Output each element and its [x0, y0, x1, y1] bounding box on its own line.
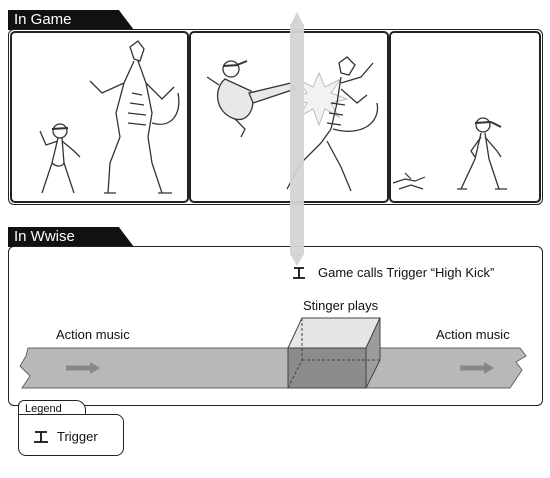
- in-wwise-title: In Wwise: [14, 228, 75, 245]
- game-panel-3: [389, 31, 541, 203]
- creature-figure: [89, 40, 180, 194]
- trigger-icon: [34, 431, 48, 443]
- panel-1-illustration: [39, 40, 180, 194]
- legend-tab: Legend: [18, 400, 86, 416]
- fighter-figure: [39, 123, 81, 194]
- fallen-creature-figure: [392, 172, 426, 190]
- action-music-left-label: Action music: [56, 327, 130, 342]
- recoiling-creature-figure: [286, 56, 379, 192]
- in-game-tab: In Game: [8, 10, 134, 30]
- in-game-title: In Game: [14, 11, 72, 28]
- stinger-plays-label: Stinger plays: [303, 298, 379, 313]
- in-wwise-tab: In Wwise: [8, 227, 134, 247]
- panel-3-illustration: [392, 117, 507, 190]
- impact-flash-icon: [289, 71, 349, 127]
- game-panel-1: [10, 31, 189, 203]
- action-music-right-label: Action music: [436, 327, 510, 342]
- legend-trigger-label: Trigger: [57, 429, 98, 444]
- legend-title: Legend: [25, 403, 62, 415]
- game-panel-2: [189, 31, 389, 203]
- legend-box: Trigger: [18, 414, 124, 456]
- walking-fighter-figure: [457, 117, 507, 190]
- trigger-call-label: Game calls Trigger “High Kick”: [318, 265, 495, 280]
- panel-2-illustration: [206, 56, 379, 192]
- kicking-fighter-figure: [206, 60, 297, 138]
